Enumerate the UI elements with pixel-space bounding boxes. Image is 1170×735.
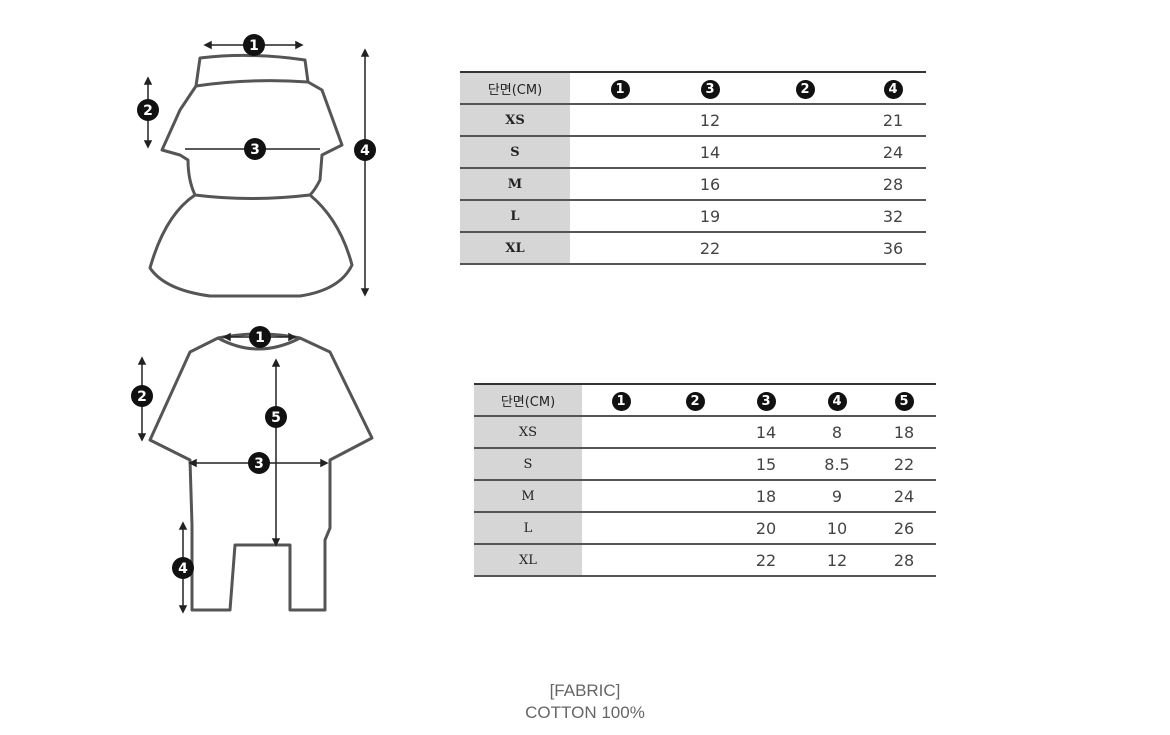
table-cell	[582, 416, 660, 449]
table-cell: 9	[802, 480, 872, 513]
romper-marker-1: 1	[255, 330, 265, 346]
table-cell	[660, 544, 730, 577]
table-cell: 22	[730, 544, 802, 577]
fabric-info: [FABRIC] COTTON 100%	[420, 680, 750, 724]
table-cell: 22	[670, 232, 750, 265]
table-cell: 22	[872, 448, 936, 481]
dress-marker-3: 3	[250, 142, 260, 158]
table-cell: 28	[872, 544, 936, 577]
table-header-row: 단면(CM) 1 2 3 4 5	[474, 383, 936, 417]
table-cell: 10	[802, 512, 872, 545]
column-badge: 2	[685, 391, 705, 411]
romper-marker-4: 4	[178, 561, 188, 577]
table-cell: 21	[860, 104, 926, 137]
table-cell	[570, 168, 670, 201]
table-cell: 12	[802, 544, 872, 577]
column-badge: 4	[883, 79, 903, 99]
table-row: L 20 10 26	[474, 512, 936, 545]
table-cell: 16	[670, 168, 750, 201]
romper-collar	[217, 336, 301, 351]
table-cell	[582, 544, 660, 577]
table-row: S 15 8.5 22	[474, 448, 936, 481]
table-cell: 28	[860, 168, 926, 201]
table-cell	[570, 232, 670, 265]
table-cell	[582, 448, 660, 481]
header-label: 단면(CM)	[474, 383, 582, 417]
column-badge: 3	[756, 391, 776, 411]
dress-marker-4: 4	[360, 143, 370, 159]
table-cell	[660, 448, 730, 481]
dress-marker-2: 2	[143, 103, 153, 119]
romper-size-table: 단면(CM) 1 2 3 4 5 XS 14 8 18 S 15 8.5 22 …	[474, 383, 936, 577]
table-row: XS 12 21	[460, 104, 926, 137]
romper-marker-3: 3	[254, 456, 264, 472]
table-cell	[750, 232, 860, 265]
table-row: M 18 9 24	[474, 480, 936, 513]
column-badge: 2	[795, 79, 815, 99]
table-cell: 12	[670, 104, 750, 137]
table-row: S 14 24	[460, 136, 926, 169]
table-row: XS 14 8 18	[474, 416, 936, 449]
column-badge: 1	[610, 79, 630, 99]
table-cell	[750, 200, 860, 233]
fabric-content: COTTON 100%	[525, 703, 645, 722]
table-cell: 19	[670, 200, 750, 233]
table-cell: 15	[730, 448, 802, 481]
size-label: M	[474, 480, 582, 513]
romper-marker-2: 2	[137, 389, 147, 405]
size-label: XL	[460, 232, 570, 265]
column-badge: 3	[700, 79, 720, 99]
table-cell	[750, 136, 860, 169]
table-cell	[660, 480, 730, 513]
table-cell: 26	[872, 512, 936, 545]
table-cell: 14	[730, 416, 802, 449]
dress-size-table: 단면(CM) 1 3 2 4 XS 12 21 S 14 24 M 16 28 …	[460, 71, 926, 265]
table-cell: 24	[872, 480, 936, 513]
table-cell: 18	[730, 480, 802, 513]
table-cell: 8	[802, 416, 872, 449]
dress-diagram: 1 2 3 4	[137, 34, 376, 298]
size-label: L	[460, 200, 570, 233]
header-label: 단면(CM)	[460, 71, 570, 105]
dress-marker-1: 1	[249, 38, 259, 54]
table-header-row: 단면(CM) 1 3 2 4	[460, 71, 926, 105]
table-row: XL 22 36	[460, 232, 926, 265]
table-cell	[582, 512, 660, 545]
size-label: S	[474, 448, 582, 481]
column-badge: 4	[827, 391, 847, 411]
table-cell: 18	[872, 416, 936, 449]
column-badge: 1	[611, 391, 631, 411]
table-cell	[570, 136, 670, 169]
table-cell	[750, 168, 860, 201]
table-cell	[570, 104, 670, 137]
table-cell	[660, 416, 730, 449]
table-row: XL 22 12 28	[474, 544, 936, 577]
size-label: XS	[460, 104, 570, 137]
table-cell: 8.5	[802, 448, 872, 481]
table-cell	[660, 512, 730, 545]
table-cell	[582, 480, 660, 513]
size-label: XL	[474, 544, 582, 577]
size-label: XS	[474, 416, 582, 449]
column-badge: 5	[894, 391, 914, 411]
fabric-title: [FABRIC]	[549, 681, 621, 700]
table-cell	[570, 200, 670, 233]
dress-waist-line	[194, 193, 311, 200]
size-label: M	[460, 168, 570, 201]
romper-marker-5: 5	[271, 410, 281, 426]
table-cell: 24	[860, 136, 926, 169]
table-cell	[750, 104, 860, 137]
table-cell: 20	[730, 512, 802, 545]
table-cell: 32	[860, 200, 926, 233]
table-row: M 16 28	[460, 168, 926, 201]
table-cell: 14	[670, 136, 750, 169]
size-label: L	[474, 512, 582, 545]
table-cell: 36	[860, 232, 926, 265]
romper-diagram: 1 2 3 4 5	[131, 326, 374, 614]
size-label: S	[460, 136, 570, 169]
table-row: L 19 32	[460, 200, 926, 233]
dress-collar-line	[195, 79, 309, 88]
